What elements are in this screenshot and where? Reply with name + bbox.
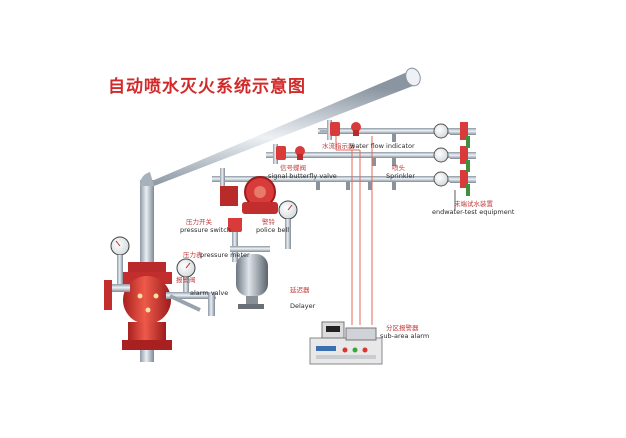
pressure-meter-left <box>104 236 130 310</box>
end-water-test-equipment <box>433 122 476 210</box>
alarm-valve <box>122 255 172 362</box>
alarm-valve-label-en: alarm valve <box>190 289 228 297</box>
pressure-gauge-right <box>278 200 298 249</box>
signal-valve-label-en: signal butterfly valve <box>268 172 337 180</box>
alarm-valve-label-cn: 报警阀 <box>176 275 196 284</box>
sub-alarm-label-en: sub-area alarm <box>380 332 429 340</box>
water-flow-indicator <box>330 122 361 136</box>
police-bell-label-cn: 警铃 <box>262 217 276 226</box>
delayer-tank <box>236 254 268 309</box>
diagonal-riser-pipe <box>140 70 418 186</box>
pressure-switch <box>228 218 242 228</box>
signal-wires <box>335 136 373 325</box>
water-flow-label-en: water flow indicator <box>350 142 415 150</box>
pressure-switch-label-cn: 压力开关 <box>186 217 213 226</box>
pressure-meter-label-en: pressure meter <box>200 251 250 259</box>
diagram-title: 自动喷水灭火系统示意图 <box>108 77 306 97</box>
water-flow-label-cn: 水流指示器 <box>322 141 355 150</box>
sprinkler-label-cn: 喷头 <box>392 163 406 172</box>
end-test-label-en: endwater-test equipment <box>432 208 515 216</box>
branch-pipe-3 <box>212 176 450 182</box>
branch-pipe-2 <box>266 152 450 158</box>
riser-signal-valve <box>220 176 278 214</box>
delayer-label-cn: 延迟器 <box>290 285 310 294</box>
riser-pipe <box>140 180 154 260</box>
pipe-end-cap <box>405 67 421 87</box>
sub-alarm-label-cn: 分区报警器 <box>386 323 419 332</box>
pressure-meter-label-cn: 压力表 <box>183 250 203 259</box>
police-bell-label-en: police bell <box>256 226 289 234</box>
signal-butterfly-valve <box>276 146 305 160</box>
sprinkler-label-en: Sprinkler <box>386 172 415 180</box>
branch-pipe-1 <box>318 128 450 134</box>
delayer-label-en: Delayer <box>290 302 316 310</box>
pressure-switch-label-en: pressure switch <box>180 226 231 234</box>
pressure-meter-mid <box>176 258 196 297</box>
sprinkler-heads <box>316 134 396 190</box>
drain-pipe <box>166 292 216 299</box>
signal-valve-label-cn: 信号蝶阀 <box>280 163 306 172</box>
end-test-label-cn: 末端试水装置 <box>454 199 494 208</box>
sub-area-alarm-panel <box>309 321 383 365</box>
